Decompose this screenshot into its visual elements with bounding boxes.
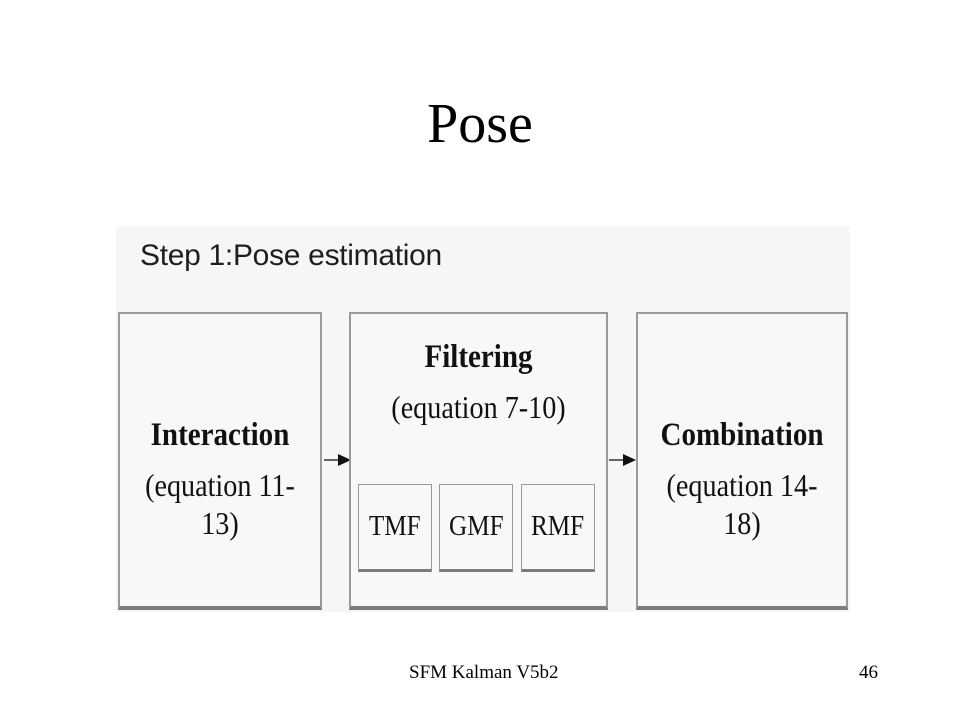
gmf-box: GMF [439, 484, 513, 572]
filtering-equation: (equation 7-10) [391, 389, 566, 425]
slide-title: Pose [427, 93, 533, 155]
slide-footer: SFM Kalman V5b2 [409, 662, 559, 683]
arrow-right-icon [324, 454, 351, 466]
page-number: 46 [859, 662, 878, 683]
filtering-label: Filtering [424, 339, 533, 375]
rmf-label: RMF [531, 511, 585, 542]
combination-box: Combination (equation 14-18) [636, 312, 848, 610]
step-title: Step 1:Pose estimation [140, 239, 442, 272]
filtering-box: Filtering (equation 7-10) TMF GMF RMF [349, 312, 608, 610]
pose-estimation-diagram: Step 1:Pose estimation Interaction (equa… [116, 226, 850, 612]
arrow-right-icon [609, 454, 636, 466]
combination-equation: (equation 14-18) [666, 467, 818, 541]
tmf-label: TMF [369, 511, 421, 542]
interaction-equation: (equation 11-13) [145, 467, 295, 541]
tmf-box: TMF [358, 484, 432, 572]
interaction-box: Interaction (equation 11-13) [118, 312, 322, 610]
combination-label: Combination [660, 417, 824, 453]
rmf-box: RMF [521, 484, 595, 572]
interaction-label: Interaction [150, 417, 290, 453]
gmf-label: GMF [448, 511, 504, 542]
